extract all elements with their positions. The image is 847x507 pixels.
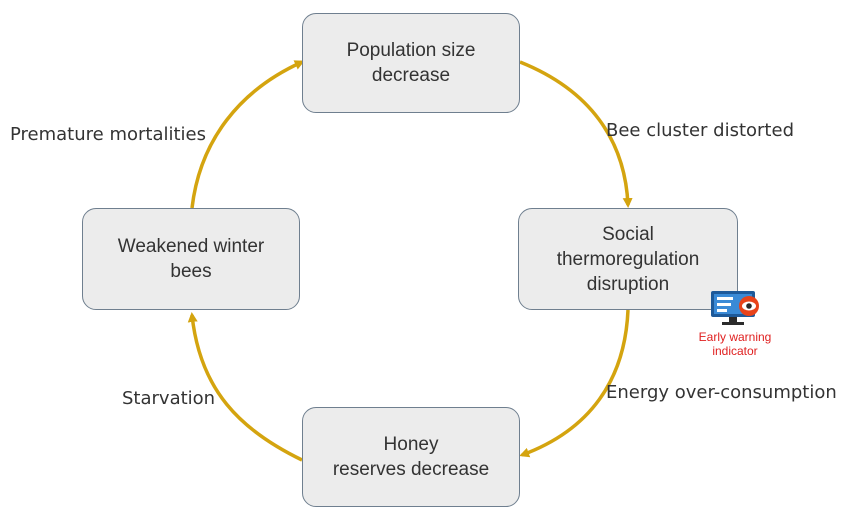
edge-label-bee-cluster-distorted: Bee cluster distorted [606, 120, 794, 141]
node-population-size-decrease: Population size decrease [302, 13, 520, 113]
node-honey-line2: reserves decrease [332, 459, 490, 480]
node-weakened-line2: bees [170, 261, 212, 282]
node-weakened-winter-bees: Weakened winter bees [82, 208, 300, 310]
node-honey-reserves-decrease: Honey reserves decrease [302, 407, 520, 507]
arrow-thermoregulation-to-honey [519, 309, 630, 458]
warning-line1: Early warning [698, 330, 772, 344]
node-thermoregulation-line3: disruption [586, 273, 670, 295]
monitor-eye-icon [711, 291, 759, 325]
node-population-line1: Population size [346, 40, 476, 61]
arrow-weakened-to-population [190, 60, 305, 209]
node-thermoregulation-line1: Social [602, 223, 654, 245]
edge-label-starvation: Starvation [122, 388, 216, 409]
node-population-line2: decrease [371, 65, 451, 86]
node-weakened-line1: Weakened winter [117, 236, 265, 257]
edge-label-premature-mortalities: Premature mortalities [10, 124, 206, 145]
warning-line2: indicator [712, 344, 758, 358]
node-thermoregulation-line2: thermoregulation [556, 248, 700, 270]
node-honey-line1: Honey [383, 434, 439, 455]
arrow-population-to-thermoregulation [519, 60, 633, 208]
node-social-thermoregulation-disruption: Social thermoregulation disruption [518, 208, 738, 310]
early-warning-indicator-label: Early warning indicator [680, 330, 790, 358]
arrow-honey-to-weakened [187, 312, 303, 462]
edge-label-energy-over-consumption: Energy over-consumption [606, 382, 837, 403]
